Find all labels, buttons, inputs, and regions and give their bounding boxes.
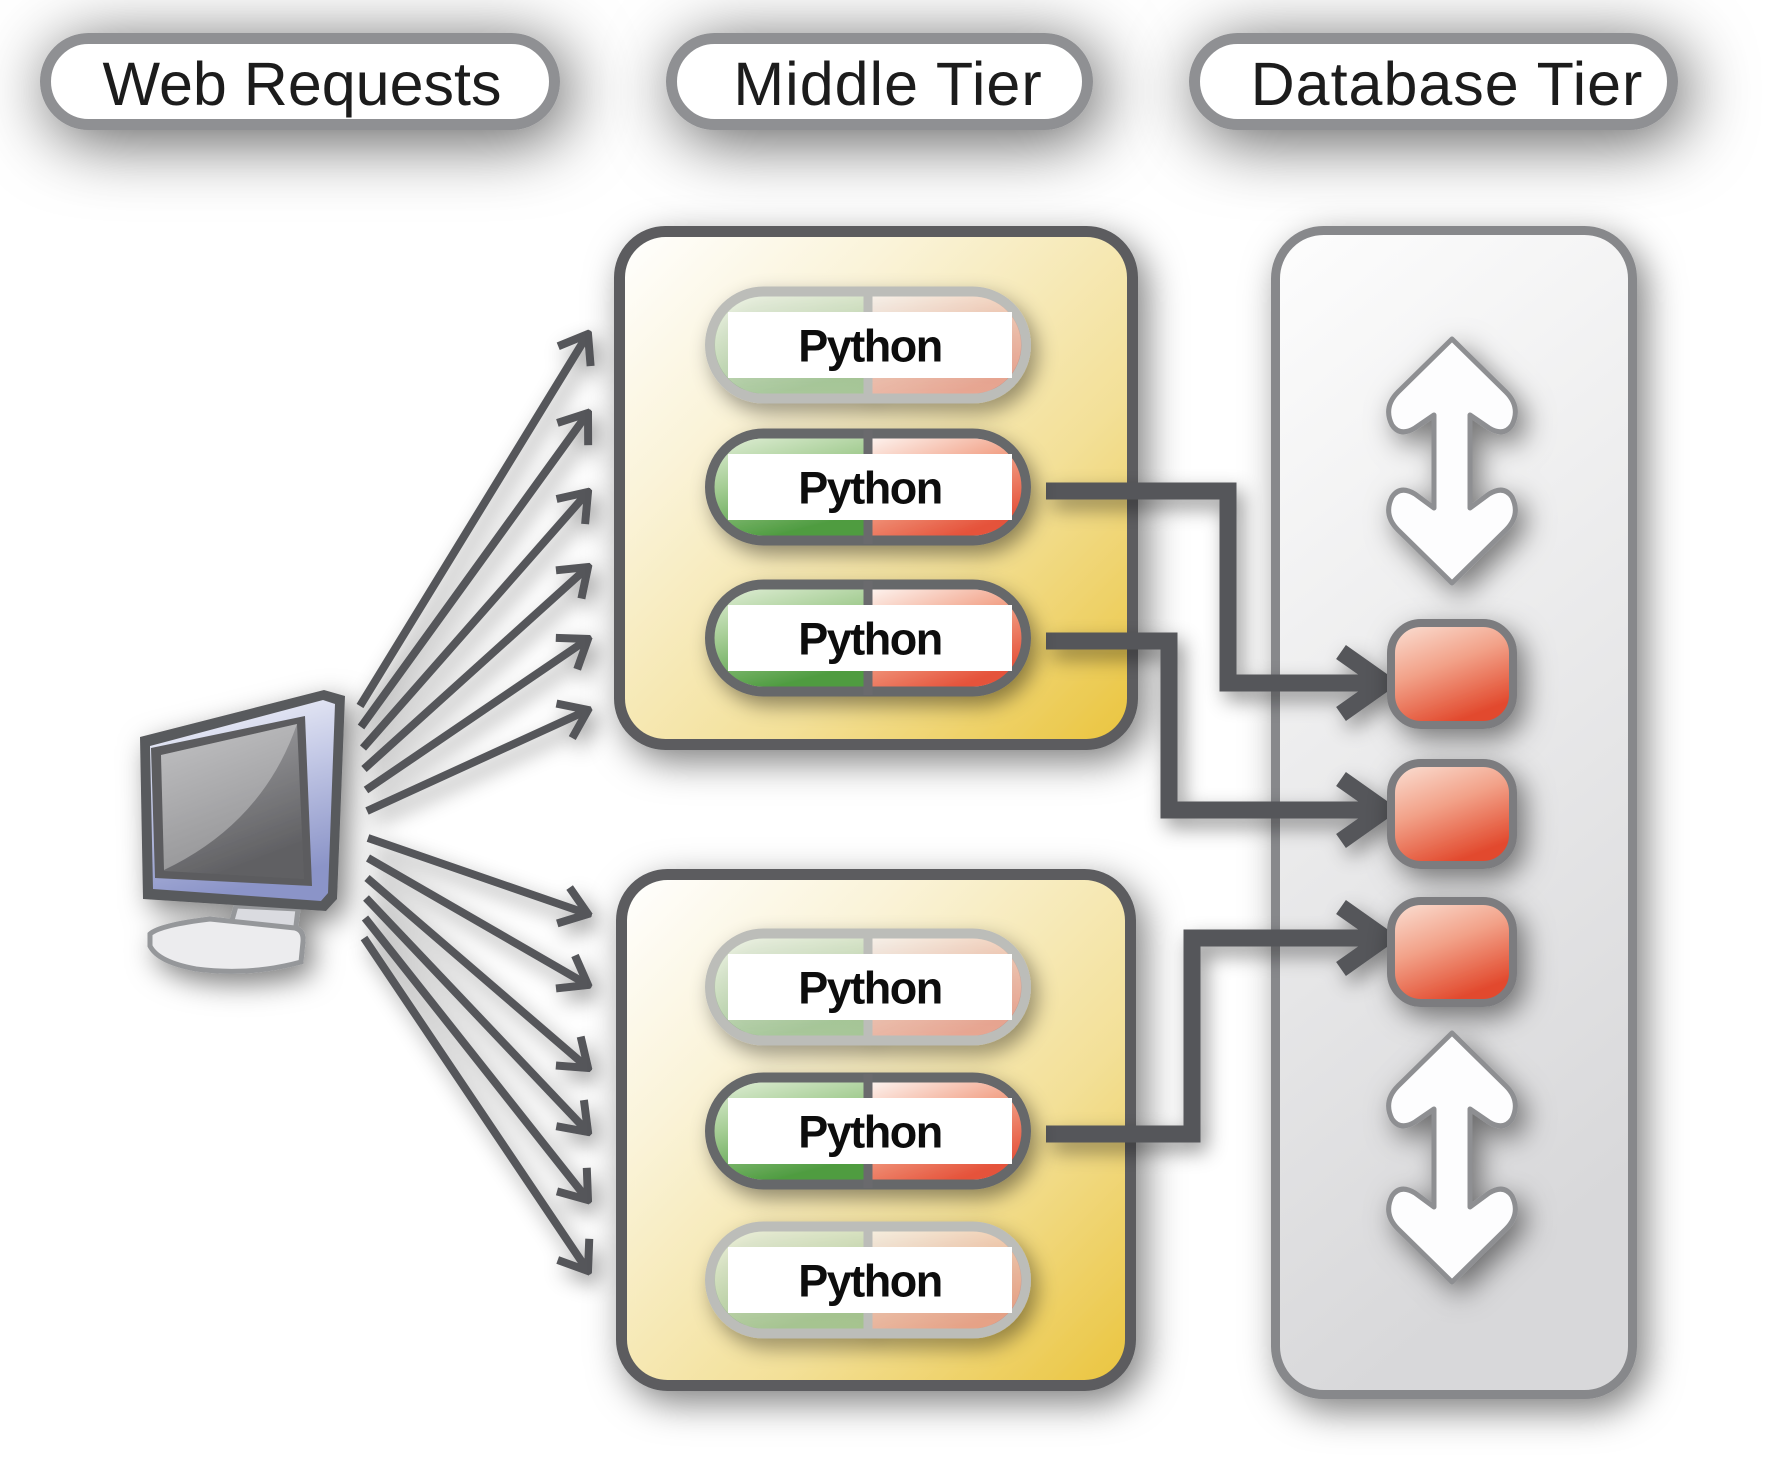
svg-text:Web Requests: Web Requests xyxy=(103,50,502,118)
svg-text:Database Tier: Database Tier xyxy=(1251,50,1644,118)
svg-text:Middle Tier: Middle Tier xyxy=(733,50,1042,118)
